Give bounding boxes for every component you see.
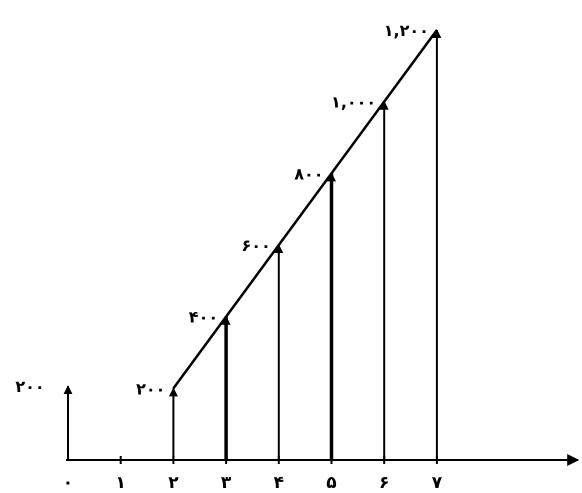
bars [168, 29, 442, 460]
x-tick-label: ۵ [326, 473, 336, 493]
data-label: ۲۰۰ [136, 379, 165, 398]
trend-line [172, 29, 438, 390]
data-label: ۱,۰۰۰ [331, 93, 376, 112]
x-ticks: ۰ ۱ ۲ ۳ ۴ ۵ ۶ ۷ [63, 456, 443, 493]
x-tick-label: ۱ [116, 473, 126, 493]
x-tick-label: ۴ [274, 473, 284, 493]
x-tick-label: ۰ [63, 473, 73, 493]
data-label: ۶۰۰ [242, 236, 271, 255]
data-label: ۱,۲۰۰ [384, 21, 429, 40]
data-labels: ۲۰۰ ۴۰۰ ۶۰۰ ۸۰۰ ۱,۰۰۰ ۱,۲۰۰ [136, 21, 429, 398]
data-label: ۴۰۰ [189, 308, 218, 327]
x-tick-label: ۶ [379, 473, 389, 493]
x-tick-label: ۷ [432, 473, 443, 493]
data-label: ۸۰۰ [294, 164, 323, 183]
y-axis-label: ۲۰۰ [15, 377, 44, 396]
x-tick-label: ۳ [221, 473, 232, 493]
x-tick-label: ۲ [168, 473, 179, 493]
